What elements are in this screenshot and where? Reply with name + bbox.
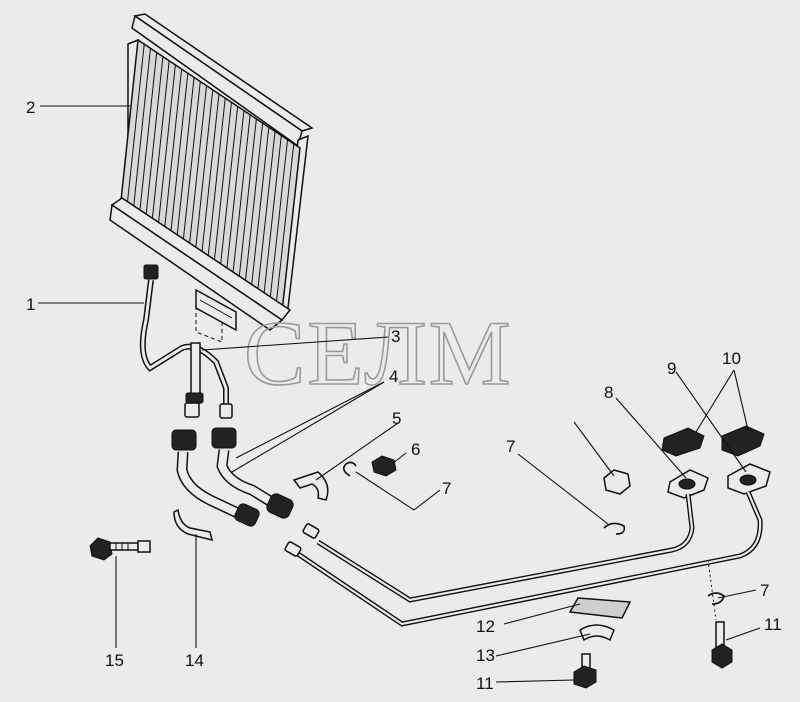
gasket-10-right [721,425,765,457]
bolt-11-right [711,621,733,669]
radiator-fin [200,93,220,262]
hose-assembly-4 [171,427,294,527]
screw-15 [89,537,151,561]
radiator-fin [156,64,176,234]
callout-9: 9 [667,359,676,378]
leader-lines [38,105,761,683]
guide-line [707,559,717,621]
callout-7b: 7 [506,437,515,456]
radiator-fin [175,77,195,246]
radiator-fin [125,44,145,214]
callout-labels: 1 2 3 4 5 6 7 7 7 8 9 10 11 11 12 13 14 … [26,98,782,693]
callout-1: 1 [26,295,35,314]
radiator-core [109,13,314,332]
pipe-1 [139,264,233,419]
radiator-fin [275,143,295,309]
callout-3: 3 [391,327,400,346]
nut-6-right [603,469,631,495]
callout-13: 13 [476,646,495,665]
radiator-fin [194,89,214,258]
callout-7a: 7 [442,479,451,498]
radiator-fin [256,131,276,297]
bracket-outline [195,306,223,343]
plate-12 [568,597,632,619]
callout-8: 8 [604,383,613,402]
radiator-fin [244,123,264,289]
radiator-fin [212,102,232,269]
radiator-fin [262,135,282,301]
radiator-fin [163,69,183,238]
radiator-fin [269,139,289,305]
radiator-fin [231,114,251,281]
radiator-fin [131,48,151,218]
clip-7-upper [342,461,357,477]
radiator-fin [219,106,239,273]
callout-2: 2 [26,98,35,117]
callout-6: 6 [411,440,420,459]
watermark: СЕЛМ [244,302,513,404]
callout-12: 12 [476,617,495,636]
callout-15: 15 [105,651,124,670]
callout-11a: 11 [476,674,494,693]
radiator-fin [206,98,226,265]
radiator-fin [144,56,164,226]
radiator-fin [169,73,189,242]
clamp-13 [579,624,615,642]
radiator-fin [150,60,170,230]
gasket-10-left [661,427,705,457]
clamp-14 [173,508,214,542]
radiator-fin [225,110,245,277]
fitting-3 [184,342,204,418]
clip-7-middle [603,522,626,535]
bolt-11-lower [573,653,597,689]
callout-11b: 11 [764,615,782,634]
callout-5: 5 [392,409,401,428]
callout-10: 10 [722,349,741,368]
clamp-5 [292,471,329,501]
callout-4: 4 [389,367,398,386]
callout-7c: 7 [760,581,769,600]
pipe-8 [302,469,709,603]
radiator-fin [250,127,270,293]
callout-14: 14 [185,651,204,670]
nut-6 [371,455,397,477]
pipe-9 [284,463,771,627]
radiator-fin [181,81,201,250]
radiator-fin [138,52,158,222]
radiator-fin [237,118,257,285]
radiator-fin [188,85,208,254]
clip-7-lower [707,592,725,605]
